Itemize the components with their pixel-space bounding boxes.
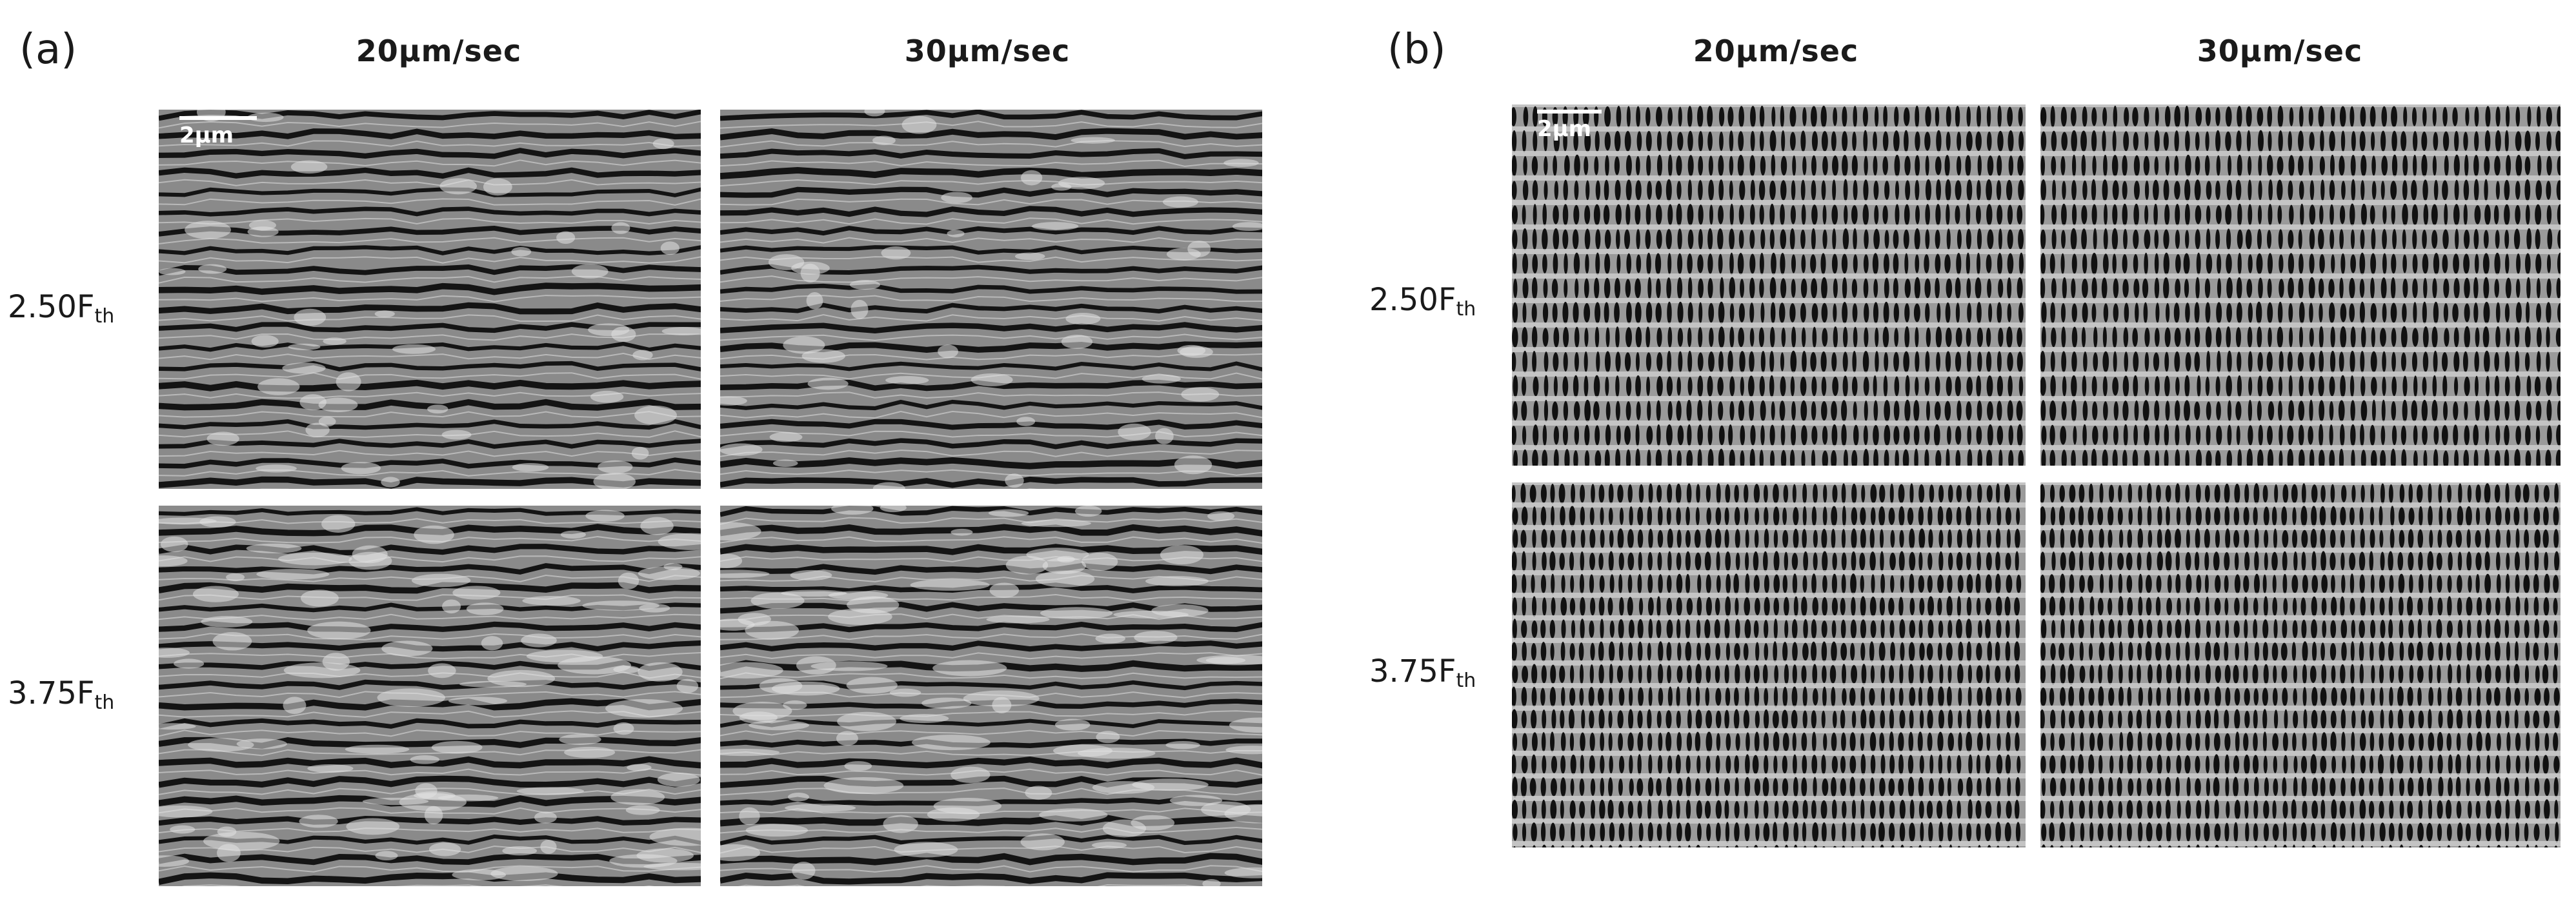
- scale-bar-label-b: 2µm: [1537, 116, 1592, 142]
- scale-bar-line-a: [179, 116, 257, 120]
- sem-image-a-r1c1: [159, 110, 701, 489]
- sem-image-a-r2c2: [720, 506, 1262, 886]
- scale-bar-line-b: [1537, 110, 1602, 114]
- row-header-a-2: 3.75Fth: [8, 675, 115, 714]
- sem-image-b-r1c2: [2040, 104, 2561, 466]
- column-header-b-1: 20µm/sec: [1693, 34, 1859, 68]
- row-header-b-1: 2.50Fth: [1369, 282, 1476, 321]
- sem-image-b-r1c1: [1512, 104, 2026, 466]
- column-header-a-2: 30µm/sec: [904, 34, 1071, 68]
- sem-image-b-r2c1: [1512, 482, 2026, 847]
- row-header-a-1: 2.50Fth: [8, 289, 115, 328]
- row-header-b-2: 3.75Fth: [1369, 653, 1476, 692]
- panel-letter-b: (b): [1387, 26, 1446, 74]
- sem-image-a-r2c1: [159, 506, 701, 886]
- sem-image-a-r1c2: [720, 110, 1262, 489]
- scale-bar-a: 2µm: [179, 116, 257, 148]
- column-header-b-2: 30µm/sec: [2197, 34, 2363, 68]
- scale-bar-b: 2µm: [1537, 110, 1602, 142]
- panel-letter-a: (a): [19, 26, 77, 74]
- sem-image-b-r2c2: [2040, 482, 2561, 847]
- scale-bar-label-a: 2µm: [179, 123, 234, 148]
- column-header-a-1: 20µm/sec: [356, 34, 522, 68]
